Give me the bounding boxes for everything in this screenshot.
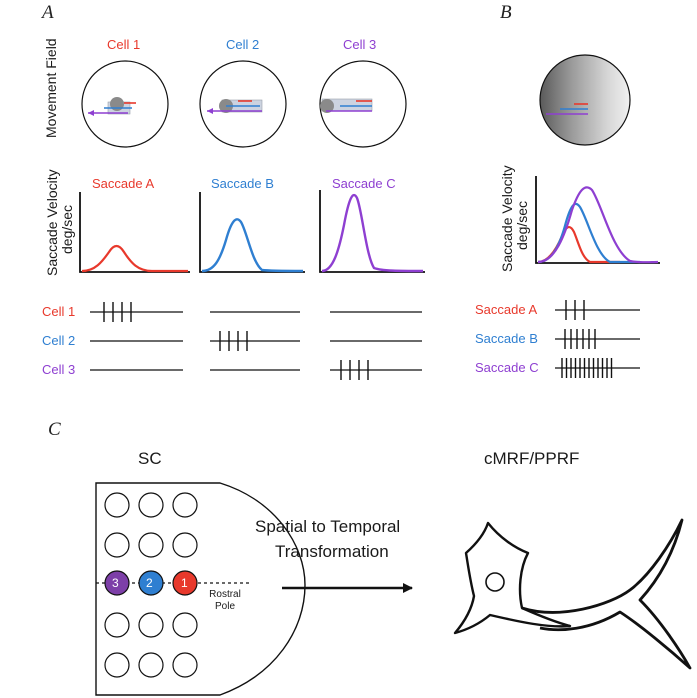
saccade-a-header: Saccade A	[92, 176, 155, 191]
raster-label-cell-3: Cell 3	[42, 362, 76, 377]
spike-train-saccade-b	[564, 329, 596, 349]
sc-site-2-number: 2	[146, 576, 153, 590]
panel-label-c: C	[48, 419, 61, 440]
spike-train-cell-2	[219, 331, 248, 351]
sc-label: SC	[138, 449, 162, 468]
cell-1-header: Cell 1	[107, 37, 141, 52]
sc-map	[95, 482, 306, 696]
panel-label-a: A	[42, 2, 54, 23]
target-label: cMRF/PPRF	[484, 449, 580, 468]
velocity-plot-saccade-b	[199, 192, 305, 273]
raster-lines-a	[90, 311, 422, 371]
sc-site-3	[104, 570, 130, 596]
movement-field-cell-3	[319, 60, 407, 148]
neuron-drawing	[453, 518, 692, 670]
sc-site-2	[138, 570, 164, 596]
raster-label-cell-2: Cell 2	[42, 333, 76, 348]
movement-field-combined	[539, 54, 631, 146]
panel-label-b: B	[500, 2, 512, 23]
spike-train-cell-3	[340, 360, 369, 380]
cell-2-header: Cell 2	[226, 37, 260, 52]
raster-label-saccade-a: Saccade A	[475, 302, 538, 317]
spike-train-saccade-a	[565, 300, 585, 320]
velocity-plot-saccade-c	[319, 190, 425, 273]
sc-site-1	[172, 570, 198, 596]
movement-field-label: Movement Field	[43, 38, 59, 138]
transform-label-line1: Spatial to Temporal	[255, 517, 401, 536]
movement-field-cell-1	[81, 60, 169, 148]
transform-label-line2: Transformation	[275, 542, 389, 561]
cell-3-header: Cell 3	[343, 37, 377, 52]
sc-site-3-number: 3	[112, 576, 119, 590]
saccade-b-header: Saccade B	[211, 176, 274, 191]
spike-train-cell-1	[103, 302, 132, 322]
velocity-plot-saccade-a	[79, 192, 190, 273]
raster-label-cell-1: Cell 1	[42, 304, 76, 319]
saccade-c-header: Saccade C	[332, 176, 396, 191]
movement-field-cell-2	[199, 60, 287, 148]
velocity-plot-combined	[535, 176, 660, 264]
spike-train-saccade-c	[561, 358, 613, 378]
sc-site-1-number: 1	[181, 576, 188, 590]
raster-label-saccade-c: Saccade C	[475, 360, 539, 375]
raster-label-saccade-b: Saccade B	[475, 331, 538, 346]
